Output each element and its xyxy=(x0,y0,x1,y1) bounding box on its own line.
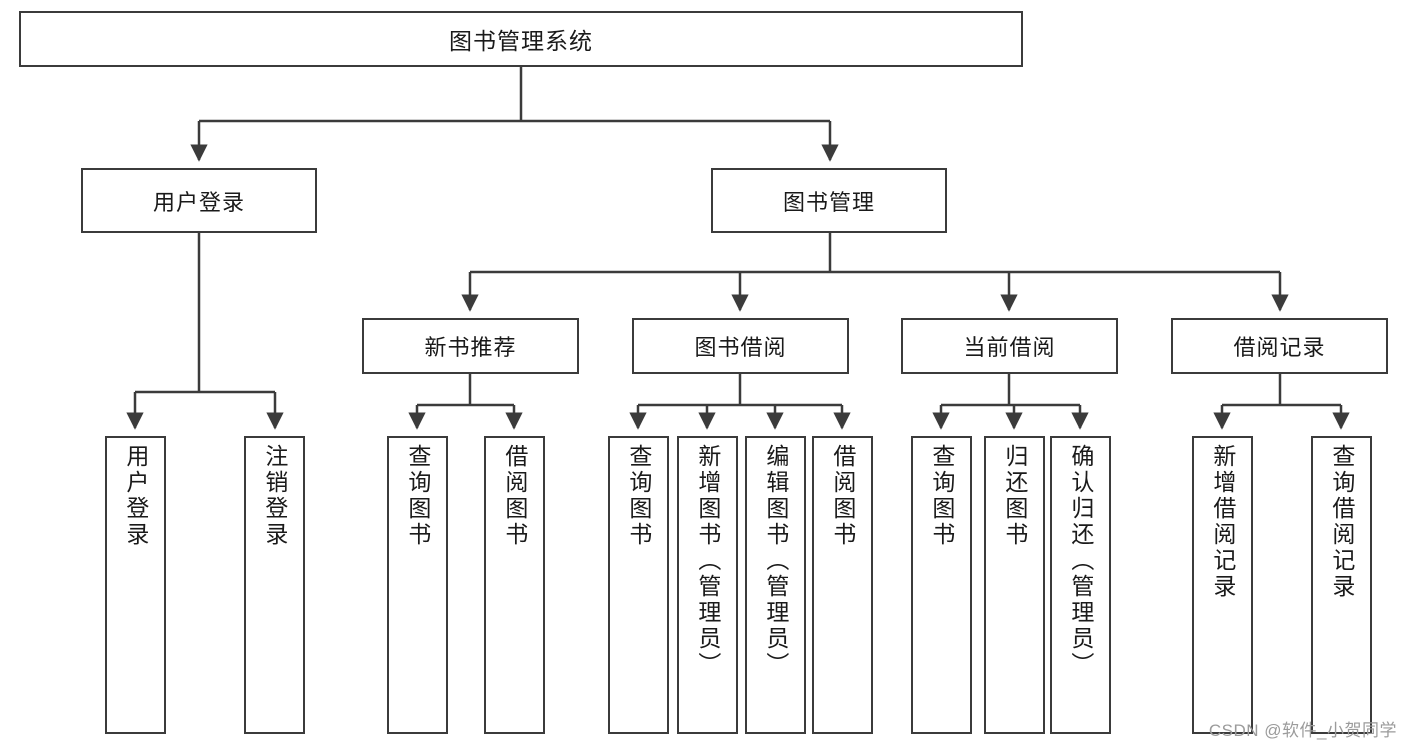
node-book-manage[interactable]: 图书管理 xyxy=(711,168,947,233)
node-label: 查询图书 xyxy=(928,444,955,548)
node-borrow-record[interactable]: 借阅记录 xyxy=(1171,318,1388,374)
node-label: 归还图书 xyxy=(1001,444,1028,548)
node-root-system[interactable]: 图书管理系统 xyxy=(19,11,1023,67)
leaf-node[interactable]: 查询图书 xyxy=(608,436,669,734)
node-label: 新书推荐 xyxy=(424,335,517,360)
node-label: 用户登录 xyxy=(152,189,245,215)
leaf-node[interactable]: 查询借阅记录 xyxy=(1311,436,1372,734)
leaf-node[interactable]: 借阅图书 xyxy=(812,436,873,734)
node-label: 借阅图书 xyxy=(829,444,856,548)
leaf-node[interactable]: 查询图书 xyxy=(911,436,972,734)
node-label: 图书管理 xyxy=(782,189,875,215)
node-book-borrow[interactable]: 图书借阅 xyxy=(632,318,849,374)
node-label: 用户登录 xyxy=(122,444,149,548)
node-label: 新增借阅记录 xyxy=(1209,444,1236,600)
node-label: 查询借阅记录 xyxy=(1328,444,1355,600)
node-label: 编辑图书（管理员） xyxy=(762,444,789,678)
node-current-borrow[interactable]: 当前借阅 xyxy=(901,318,1118,374)
leaf-node[interactable]: 编辑图书（管理员） xyxy=(745,436,806,734)
csdn-watermark: CSDN @软件_小贺同学 xyxy=(1208,721,1397,740)
leaf-node[interactable]: 查询图书 xyxy=(387,436,448,734)
leaf-node[interactable]: 确认归还（管理员） xyxy=(1050,436,1111,734)
leaf-node[interactable]: 注销登录 xyxy=(244,436,305,734)
node-user-login[interactable]: 用户登录 xyxy=(81,168,317,233)
leaf-node[interactable]: 借阅图书 xyxy=(484,436,545,734)
leaf-node[interactable]: 新增图书（管理员） xyxy=(677,436,738,734)
node-label: 图书借阅 xyxy=(694,335,787,360)
node-label: 当前借阅 xyxy=(963,335,1056,360)
leaf-node[interactable]: 用户登录 xyxy=(105,436,166,734)
node-label: 确认归还（管理员） xyxy=(1067,444,1094,678)
node-new-book-recommendation[interactable]: 新书推荐 xyxy=(362,318,579,374)
node-label: 借阅图书 xyxy=(501,444,528,548)
node-label: 查询图书 xyxy=(404,444,431,548)
node-label: 新增图书（管理员） xyxy=(694,444,721,678)
node-label: 注销登录 xyxy=(261,444,288,548)
node-label: 借阅记录 xyxy=(1233,335,1326,360)
leaf-node[interactable]: 新增借阅记录 xyxy=(1192,436,1253,734)
node-label: 图书管理系统 xyxy=(449,28,593,54)
leaf-node[interactable]: 归还图书 xyxy=(984,436,1045,734)
node-label: 查询图书 xyxy=(625,444,652,548)
